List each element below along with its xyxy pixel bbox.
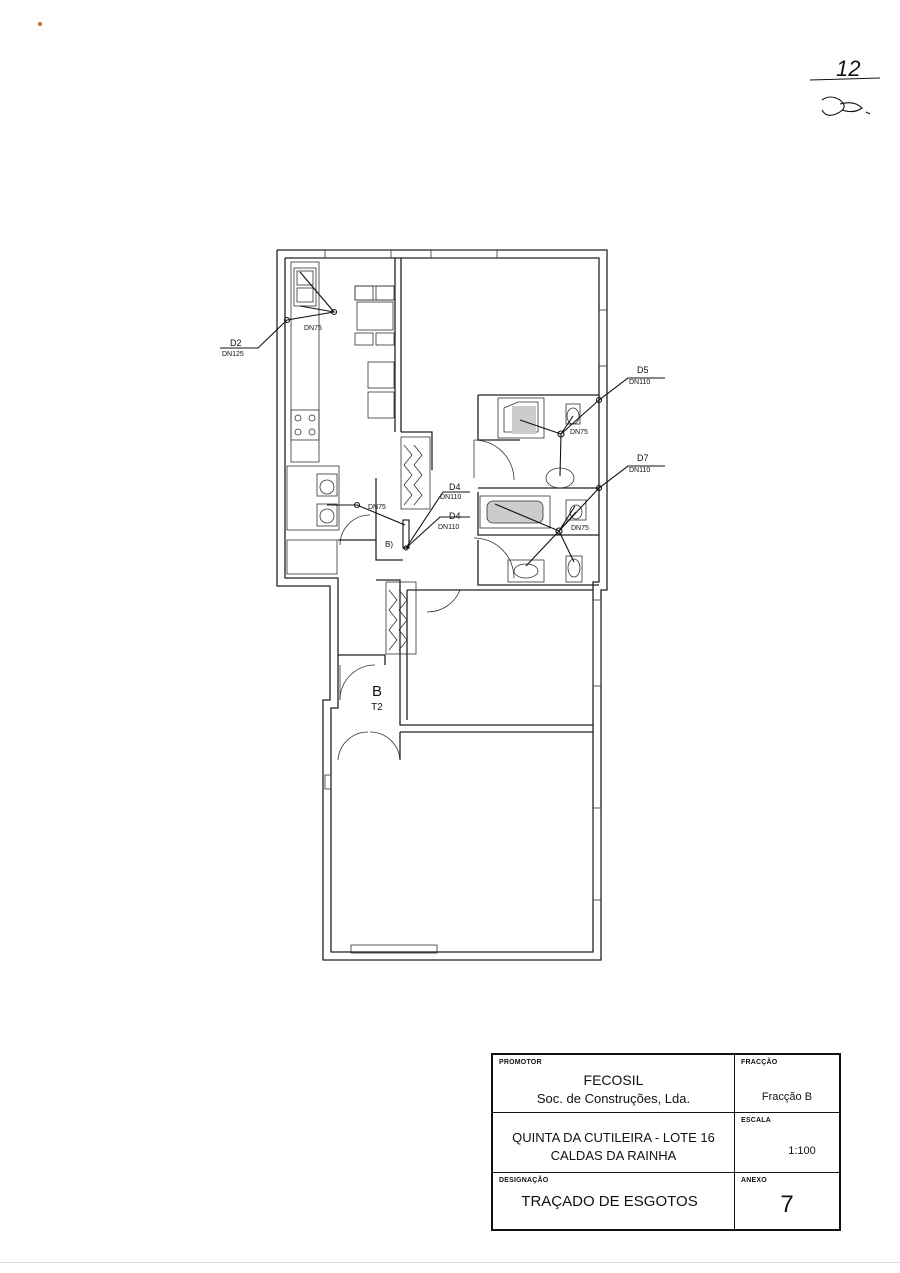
point-label: B) <box>385 540 393 549</box>
promotor-sub: Soc. de Construções, Lda. <box>536 1091 691 1106</box>
project-line2: CALDAS DA RAINHA <box>550 1148 677 1163</box>
pipe-d5-dn: DN110 <box>629 379 650 386</box>
branch-label: DN75 <box>368 504 386 511</box>
promotor-cell: PROMOTOR FECOSIL Soc. de Construções, Ld… <box>493 1055 735 1113</box>
toilet <box>565 555 583 583</box>
pipe-d7-dn: DN110 <box>629 467 650 474</box>
bidet <box>565 499 587 521</box>
wardrobe <box>400 436 431 510</box>
shower-tray <box>497 397 545 439</box>
kitchen-counter <box>290 261 320 463</box>
pipe-d4-id: D4 <box>449 511 461 521</box>
pipe-d7-id: D7 <box>637 453 649 463</box>
pipe-labels: D2 DN125 DN75 D5 DN110 DN75 D7 DN110 DN7… <box>222 325 650 713</box>
promotor-caption: PROMOTOR <box>499 1059 542 1066</box>
fraccao-value: Fracção B <box>761 1091 813 1103</box>
handwritten-initials-mark <box>821 96 871 116</box>
pipe-d4-dn: DN110 <box>440 494 461 501</box>
kitchen-sink <box>293 267 317 307</box>
drainage-network <box>220 271 665 567</box>
branch-label: DN75 <box>304 325 322 332</box>
stove <box>290 409 320 441</box>
appliance <box>367 361 395 389</box>
pipe-d4-dn: DN110 <box>438 524 459 531</box>
interior-walls <box>324 258 599 790</box>
designacao-value: TRAÇADO DE ESGOTOS <box>521 1193 698 1210</box>
handwritten-annotation: 12 <box>38 22 881 116</box>
branch-label: DN75 <box>571 525 589 532</box>
anexo-value: 7 <box>780 1191 794 1218</box>
pipe-d5-id: D5 <box>637 365 649 375</box>
promotor-name: FECOSIL <box>583 1072 644 1088</box>
unit-label: B <box>372 683 382 700</box>
fraccao-cell: FRACÇÃO Fracção B <box>735 1055 839 1113</box>
washbasin <box>507 559 545 583</box>
anexo-caption: ANEXO <box>741 1177 767 1184</box>
laundry-area <box>286 465 340 531</box>
pipe-d2-id: D2 <box>230 338 242 348</box>
sheet-number: 12 <box>836 56 860 81</box>
wardrobe <box>385 581 417 655</box>
title-block: PROMOTOR FECOSIL Soc. de Construções, Ld… <box>491 1053 841 1231</box>
bathtub <box>479 495 551 529</box>
fixtures <box>286 261 587 655</box>
escala-cell: ESCALA 1:100 <box>735 1113 839 1173</box>
anexo-cell: ANEXO 7 <box>735 1173 839 1229</box>
branch-label: DN75 <box>570 429 588 436</box>
project-line1: QUINTA DA CUTILEIRA - LOTE 16 <box>512 1130 715 1145</box>
unit-type: T2 <box>371 702 383 713</box>
specks <box>38 22 42 26</box>
chair <box>354 285 396 301</box>
page-bottom-edge <box>0 1262 900 1263</box>
project-cell: QUINTA DA CUTILEIRA - LOTE 16 CALDAS DA … <box>493 1113 735 1173</box>
designacao-caption: DESIGNAÇÃO <box>499 1177 549 1184</box>
escala-value: 1:100 <box>788 1145 816 1157</box>
escala-caption: ESCALA <box>741 1117 771 1124</box>
dining-table <box>356 301 394 331</box>
designacao-cell: DESIGNAÇÃO TRAÇADO DE ESGOTOS <box>493 1173 735 1229</box>
outer-walls <box>276 249 608 961</box>
pipe-d2-dn: DN125 <box>222 351 244 358</box>
fraccao-caption: FRACÇÃO <box>741 1059 778 1066</box>
pipe-d4-id: D4 <box>449 482 461 492</box>
